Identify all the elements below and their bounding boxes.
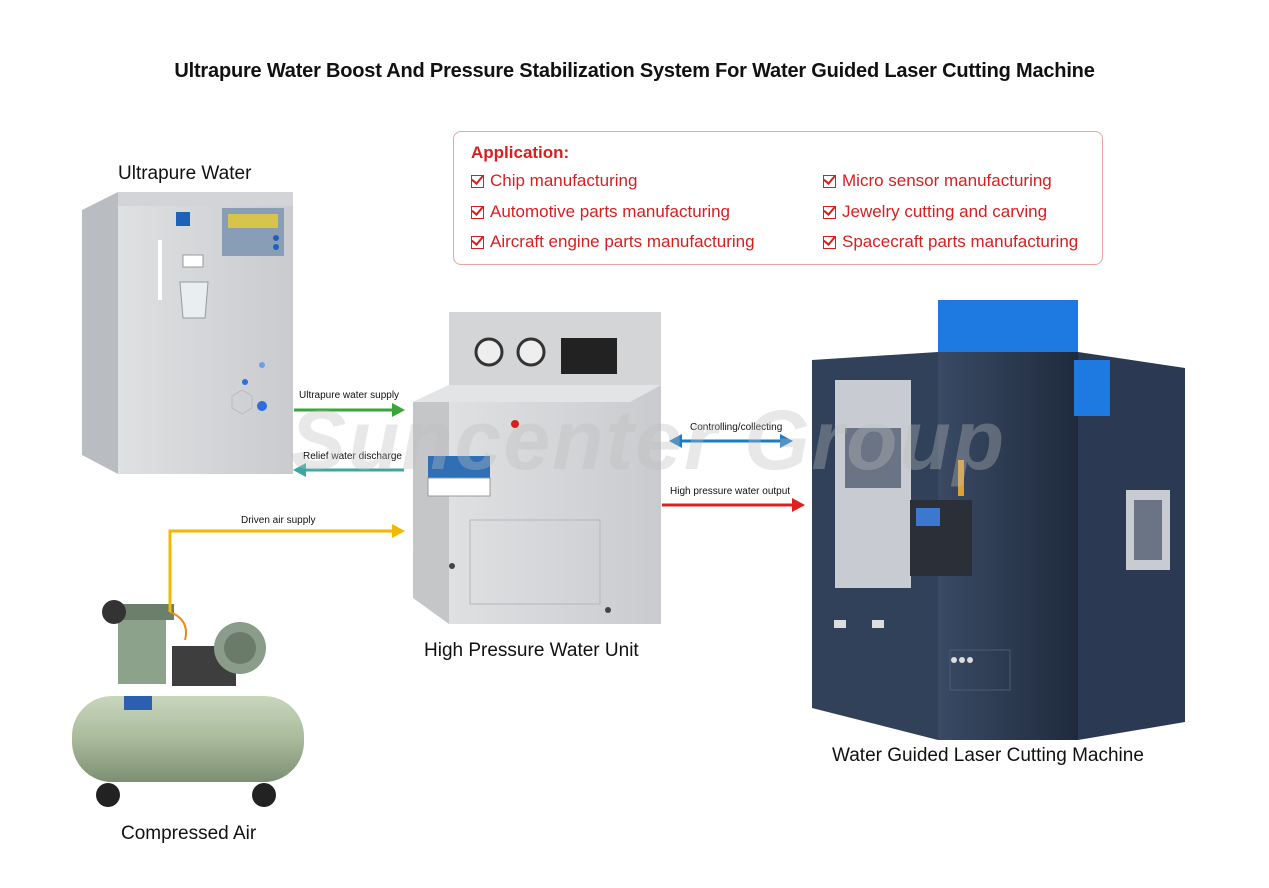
watermark: Suncenter Group <box>290 393 1007 487</box>
high-pressure-unit-illustration <box>413 312 661 624</box>
flow-arrows <box>168 403 805 612</box>
checkbox-icon <box>823 174 836 188</box>
checkbox-icon <box>471 174 484 188</box>
application-heading: Application: <box>471 143 570 162</box>
high-pressure-unit-label: High Pressure Water Unit <box>424 640 639 661</box>
controlling-label: Controlling/collecting <box>690 422 783 433</box>
page-title: Ultrapure Water Boost And Pressure Stabi… <box>174 60 1095 82</box>
compressed-air-label: Compressed Air <box>121 823 257 844</box>
application-item: Aircraft engine parts manufacturing <box>471 232 755 252</box>
application-box <box>453 131 1103 265</box>
ultrapure-supply-label: Ultrapure water supply <box>299 390 400 401</box>
application-item: Micro sensor manufacturing <box>823 171 1052 191</box>
relief-discharge-label: Relief water discharge <box>303 451 402 462</box>
hp-output-label: High pressure water output <box>670 486 791 497</box>
application-item: Chip manufacturing <box>471 171 637 191</box>
laser-machine-illustration <box>812 300 1185 740</box>
checkbox-icon <box>471 205 484 219</box>
application-item: Spacecraft parts manufacturing <box>823 232 1078 252</box>
checkbox-icon <box>471 235 484 249</box>
checkbox-icon <box>823 235 836 249</box>
driven-air-label: Driven air supply <box>241 515 316 526</box>
ultrapure-water-label: Ultrapure Water <box>118 163 252 184</box>
ultrapure-water-machine-illustration <box>82 192 293 474</box>
application-item: Jewelry cutting and carving <box>823 202 1047 222</box>
air-compressor-illustration <box>72 600 304 807</box>
application-item: Automotive parts manufacturing <box>471 202 730 222</box>
laser-machine-label: Water Guided Laser Cutting Machine <box>832 745 1144 766</box>
checkbox-icon <box>823 205 836 219</box>
